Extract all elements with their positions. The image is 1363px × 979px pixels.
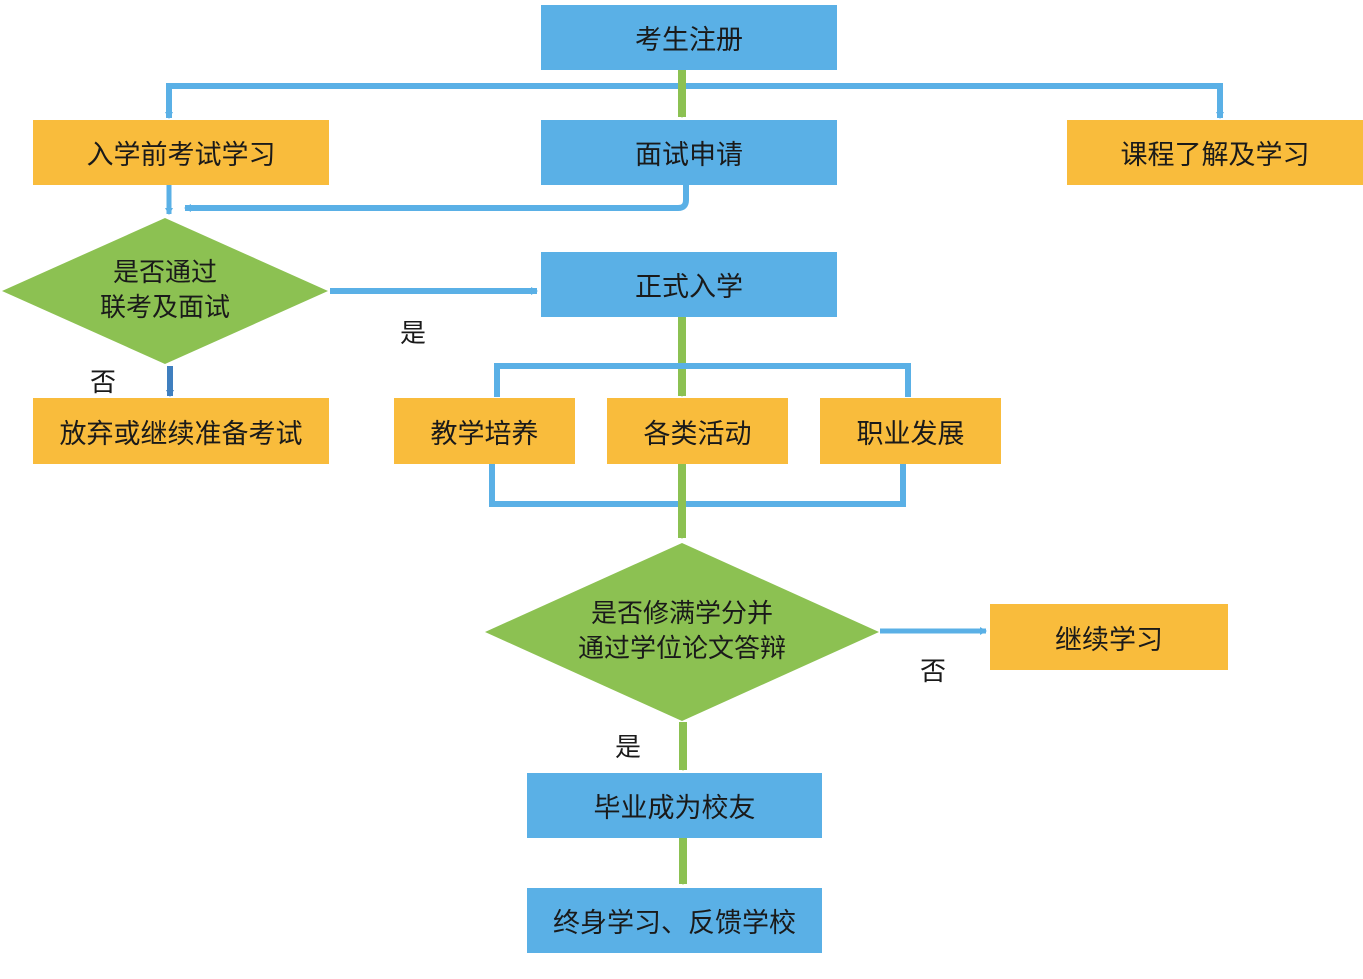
career-label: 职业发展	[856, 418, 965, 450]
enroll-branch-line	[494, 363, 911, 397]
graduate-alumni-label: 毕业成为校友	[593, 793, 756, 824]
decision-credits-line1: 是否修满学分并	[590, 598, 773, 629]
decision-pass-exam-shape	[2, 218, 328, 364]
lifelong-learning-node: 终身学习、反馈学校	[527, 888, 822, 953]
decision-credits-line2: 通过学位论文答辩	[577, 634, 786, 664]
interview-apply-node: 面试申请	[541, 120, 837, 185]
continue-study-node: 继续学习	[990, 604, 1228, 670]
teaching-node: 教学培养	[394, 398, 575, 464]
decision-pass-exam-line2: 联考及面试	[99, 293, 230, 323]
merge-line	[489, 464, 906, 507]
continue-study-label: 继续学习	[1055, 624, 1163, 656]
formal-enroll-node: 正式入学	[541, 252, 837, 317]
decision-pass-exam-line1: 是否通过	[112, 257, 217, 288]
give-up-label: 放弃或继续准备考试	[59, 418, 303, 450]
pre-exam-study-node: 入学前考试学习	[33, 120, 329, 185]
interview-to-decision-line	[184, 185, 689, 212]
career-node: 职业发展	[820, 398, 1001, 464]
pre-exam-study-label: 入学前考试学习	[86, 140, 276, 171]
decision-pass-exam-node: 是否通过 联考及面试	[0, 216, 330, 366]
formal-enroll-label: 正式入学	[635, 272, 743, 303]
graduate-alumni-node: 毕业成为校友	[527, 773, 822, 838]
activities-node: 各类活动	[607, 398, 788, 464]
branch-line-top	[166, 83, 1224, 119]
yes-label-enroll: 是	[400, 319, 427, 349]
activities-label: 各类活动	[643, 418, 752, 450]
decision-credits-shape	[485, 543, 879, 721]
register-node: 考生注册	[541, 5, 837, 70]
decision-credits-node: 是否修满学分并 通过学位论文答辩	[483, 541, 881, 723]
course-learn-label: 课程了解及学习	[1120, 140, 1310, 171]
interview-apply-label: 面试申请	[635, 140, 743, 171]
register-label: 考生注册	[635, 25, 743, 56]
give-up-node: 放弃或继续准备考试	[33, 398, 329, 464]
teaching-label: 教学培养	[430, 418, 539, 450]
no-label-continue: 否	[920, 657, 947, 687]
course-learn-node: 课程了解及学习	[1067, 120, 1363, 185]
yes-label-graduate: 是	[615, 733, 642, 763]
lifelong-learning-label: 终身学习、反馈学校	[553, 908, 796, 939]
no-label-give-up: 否	[90, 368, 117, 398]
